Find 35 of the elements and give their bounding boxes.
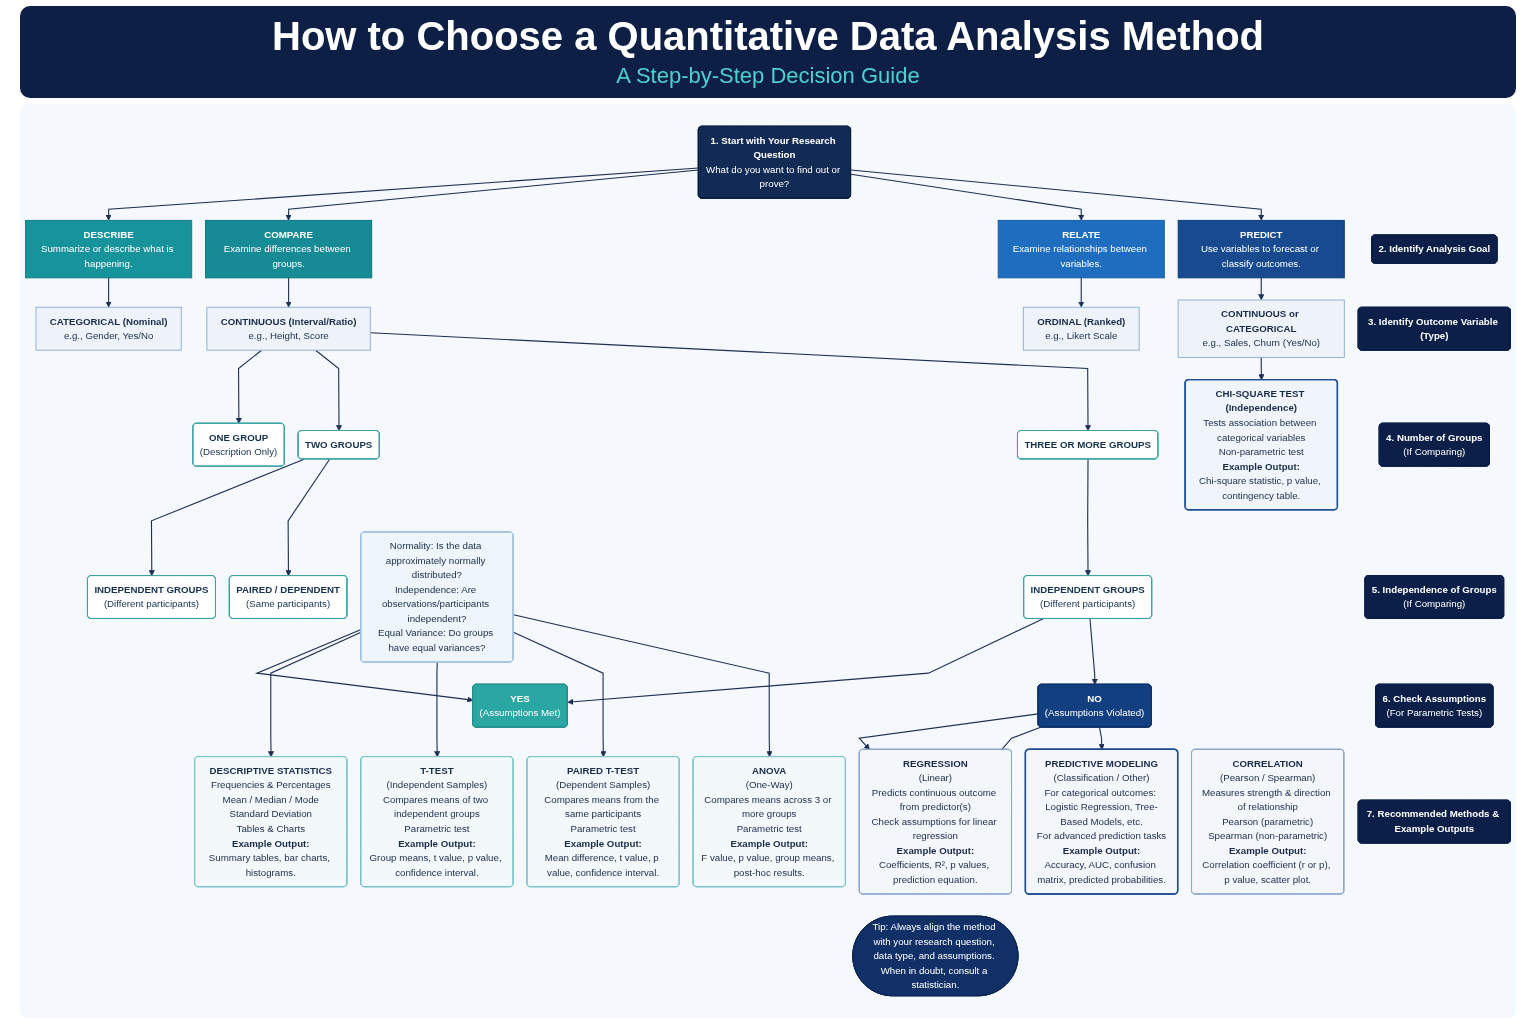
arrow xyxy=(1258,356,1265,381)
arrow xyxy=(850,173,1085,221)
node-box: PREDICT Use variables to forecast or classify outcomes. xyxy=(1177,219,1345,279)
arrow xyxy=(285,169,700,221)
arrow xyxy=(1098,726,1105,750)
arrow xyxy=(105,277,112,308)
arrow xyxy=(567,618,1044,705)
arrow xyxy=(148,458,305,577)
arrow xyxy=(1084,458,1092,577)
connector xyxy=(1001,726,1042,751)
arrow xyxy=(285,458,331,577)
arrow xyxy=(1078,277,1085,308)
arrow xyxy=(235,349,263,424)
arrow xyxy=(512,614,773,758)
node-box: RELATE Examine relationships between variables. xyxy=(997,219,1165,279)
arrow xyxy=(434,661,441,758)
title: How to Choose a Quantitative Data Analysis Method xyxy=(271,13,1265,60)
arrow xyxy=(1089,618,1098,685)
arrow xyxy=(850,169,1265,221)
arrow xyxy=(512,631,607,758)
node-box: CONTINUOUS (Interval/Ratio) e.g., Height, Score xyxy=(206,306,371,351)
arrow xyxy=(254,629,474,703)
arrow xyxy=(267,631,362,758)
arrow xyxy=(315,349,343,432)
arrow xyxy=(369,332,1092,432)
arrow xyxy=(285,277,292,308)
arrow xyxy=(105,167,700,221)
node-box: ORDINAL (Ranked) e.g., Likert Scale xyxy=(1022,306,1140,351)
arrow xyxy=(1258,277,1265,301)
arrow xyxy=(858,713,1039,750)
node-box: CATEGORICAL (Nominal) e.g., Gender, Yes/No xyxy=(35,306,182,351)
node-box: DESCRIBE Summarize or describe what is happening. xyxy=(25,219,193,279)
node-box: COMPARE Examine differences between groups. xyxy=(205,219,373,279)
node-box: CONTINUOUS or CATEGORICAL e.g., Sales, Churn (Yes/No) xyxy=(1177,299,1345,358)
subtitle: A Step-by-Step Decision Guide xyxy=(615,62,921,90)
